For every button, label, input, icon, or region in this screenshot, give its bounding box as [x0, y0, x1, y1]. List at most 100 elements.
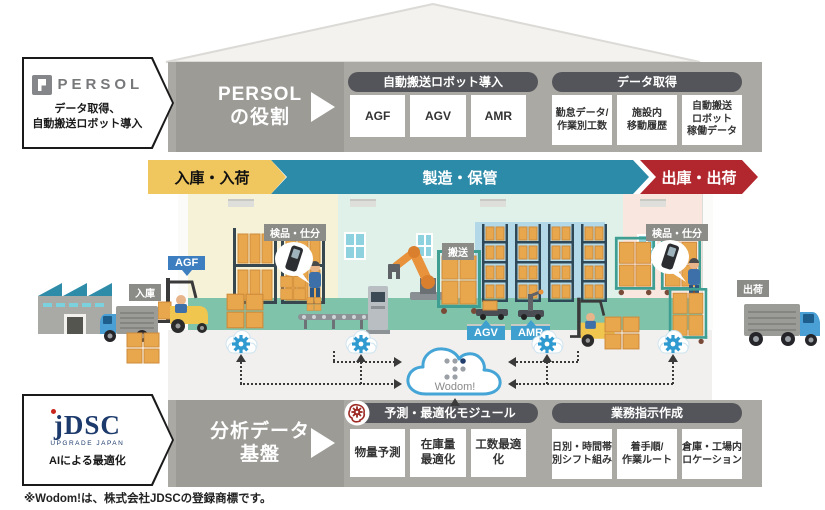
- transport-label: 搬送: [442, 243, 474, 260]
- module-box: AGV: [410, 95, 466, 137]
- ceiling-light-icon: [640, 199, 666, 207]
- machine-icon: [366, 286, 390, 334]
- box-stack-icon: [126, 332, 160, 364]
- instruction-group-boxes: 日別・時間帯 別シフト組み 着手順/ 作業ルート 倉庫・工場内 ロケーション: [552, 429, 742, 479]
- connector-line: [577, 351, 579, 361]
- module-box: 工数最適化: [470, 429, 526, 477]
- box-stack-icon: [306, 297, 322, 311]
- inspect-right-label: 検品・仕分: [646, 224, 708, 241]
- persol-logo-icon: [31, 74, 52, 95]
- persol-role-box: PERSOL の役割: [176, 62, 344, 152]
- flow-process-label: 製造・保管: [422, 169, 498, 187]
- connector-line: [546, 358, 548, 384]
- cart-icon: [614, 236, 656, 296]
- jdsc-logo-plate-inner: jDSC UPGRADE JAPAN AIによる最適化: [24, 396, 172, 484]
- gear-cloud-icon: [531, 330, 564, 354]
- gear-cloud-icon: [225, 330, 258, 354]
- inspect-left-label: 検品・仕分: [264, 224, 326, 241]
- module-box: AMR: [470, 95, 526, 137]
- arrow-up-icon: [542, 354, 552, 362]
- arrow-up-icon: [236, 354, 246, 362]
- persol-arrow-icon: [311, 92, 335, 122]
- arrow-left-icon: [508, 379, 516, 389]
- robot-arm-icon: [388, 246, 446, 300]
- connector-line: [516, 383, 673, 385]
- connector-line: [360, 358, 362, 384]
- data-group-header: データ取得: [552, 72, 742, 92]
- agf-label: AGF: [168, 256, 206, 270]
- window-icon: [416, 233, 433, 258]
- tall-rack-icon: [581, 224, 607, 302]
- module-box: 日別・時間帯 別シフト組み: [552, 429, 612, 479]
- robot-group-boxes: AGF AGV AMR: [350, 95, 526, 137]
- persol-role-label: PERSOL の役割: [217, 84, 303, 128]
- jdsc-role-label: 分析データ 基盤: [209, 420, 310, 465]
- arrow-up-icon: [668, 354, 678, 362]
- module-box: 着手順/ 作業ルート: [617, 429, 677, 479]
- outbound-truck-icon: [744, 304, 820, 346]
- flow-inbound-arrow: 入庫・入荷: [148, 160, 286, 194]
- predict-group-header: 予測・最適化モジュール: [348, 403, 538, 423]
- module-box: 施設内 移動履歴: [617, 95, 677, 145]
- brain-icon: [344, 400, 370, 426]
- connector-line: [672, 358, 674, 384]
- box-stack-icon: [226, 293, 264, 329]
- persol-logo-plate-inner: PERSOL データ取得、 自動搬送ロボット導入: [24, 59, 172, 147]
- box-stack-icon: [604, 316, 640, 350]
- jdsc-logo-dot-icon: [51, 408, 57, 414]
- jdsc-arrow-icon: [311, 428, 335, 458]
- wodom-cloud-label: Wodom!: [435, 381, 476, 393]
- ceiling-light-icon: [480, 199, 506, 207]
- module-box: 勤怠データ/ 作業別工数: [552, 95, 612, 145]
- gear-cloud-icon: [345, 330, 378, 354]
- factory-icon: [38, 283, 112, 334]
- persol-logo: PERSOL: [31, 74, 144, 95]
- wodom-cloud: Wodom!: [406, 347, 502, 396]
- handheld-scanner-bubble-icon: [651, 240, 689, 282]
- jdsc-tagline: AIによる最適化: [49, 454, 126, 467]
- warehouse-right-wall: [702, 194, 713, 330]
- module-box: 自動搬送 ロボット 稼働データ: [682, 95, 742, 145]
- ceiling-light-icon: [228, 199, 254, 207]
- footnote: ※Wodom!は、株式会社JDSCの登録商標です。: [24, 493, 272, 505]
- persol-tagline: データ取得、 自動搬送ロボット導入: [32, 102, 143, 130]
- jdsc-brand-subtext: UPGRADE JAPAN: [50, 439, 125, 447]
- predict-group-boxes: 物量予測 在庫量 最適化 工数最適化: [350, 429, 526, 477]
- flow-outbound-label: 出庫・出荷: [661, 169, 737, 187]
- module-box: 倉庫・工場内 ロケーション: [682, 429, 742, 479]
- outbound-label: 出荷: [737, 280, 769, 297]
- connector-line: [516, 361, 578, 363]
- gear-cloud-icon: [657, 330, 690, 354]
- connector-line: [333, 351, 335, 361]
- arrow-left-icon: [508, 357, 516, 367]
- amr-robot-icon: [518, 289, 544, 320]
- conveyor-icon: [298, 314, 370, 329]
- tall-rack-icon: [482, 224, 508, 302]
- worker-icon: [688, 258, 700, 298]
- robot-group-header: 自動搬送ロボット導入: [348, 72, 538, 92]
- connector-line: [240, 358, 242, 384]
- persol-brand-text: PERSOL: [57, 76, 144, 94]
- module-box: 在庫量 最適化: [410, 429, 466, 477]
- arrow-right-icon: [394, 379, 402, 389]
- tall-rack-icon: [515, 224, 541, 302]
- arrow-right-icon: [394, 357, 402, 367]
- tall-rack-icon: [548, 224, 574, 302]
- flow-process-arrow: 製造・保管: [271, 160, 649, 194]
- transport-cart-icon: [437, 250, 481, 314]
- connector-line: [333, 361, 395, 363]
- arrow-up-icon: [450, 398, 460, 406]
- flow-inbound-label: 入庫・入荷: [174, 169, 250, 187]
- jdsc-brand-text: jDSC: [53, 409, 121, 440]
- module-box: 物量予測: [350, 429, 406, 477]
- agv-robot-icon: [476, 300, 508, 320]
- persol-logo-plate: PERSOL データ取得、 自動搬送ロボット導入: [22, 57, 174, 149]
- agv-label: AGV: [467, 324, 505, 340]
- handheld-scanner-bubble-icon: [275, 242, 313, 284]
- connector-line: [240, 383, 396, 385]
- inbound-label: 入庫: [129, 284, 161, 301]
- box-stack-icon: [280, 276, 306, 300]
- module-box: AGF: [350, 95, 406, 137]
- jdsc-logo-plate: jDSC UPGRADE JAPAN AIによる最適化: [22, 394, 174, 486]
